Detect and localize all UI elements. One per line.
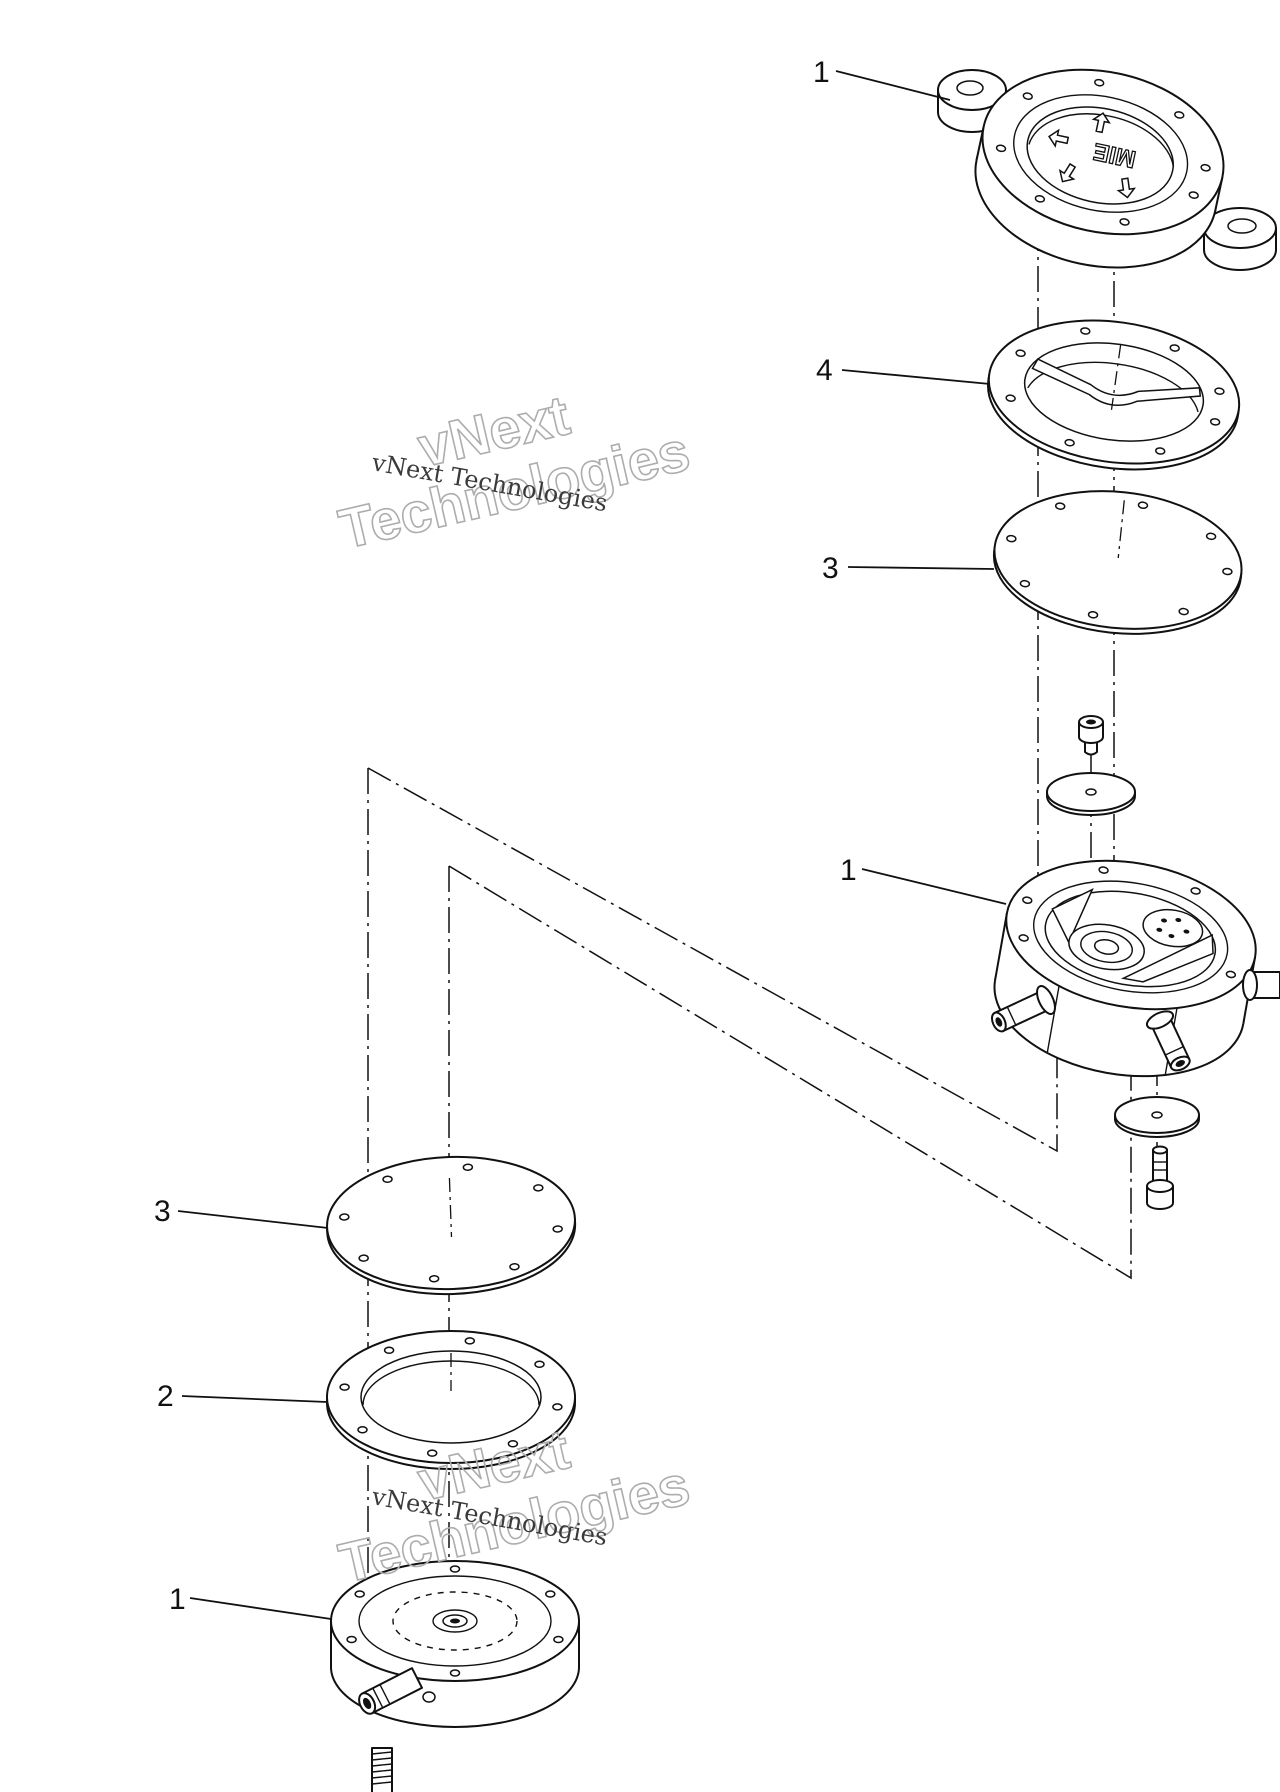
arrow-up-icon — [1091, 112, 1111, 134]
callout-gasket-bottom: 2 — [157, 1380, 174, 1413]
pump-base-bolt-holes — [346, 1565, 564, 1677]
valve-washer-bottom — [1114, 1096, 1200, 1138]
diaphragm-top-bolt-holes — [1006, 501, 1233, 619]
cover-mounting-ear-left — [937, 69, 1007, 133]
leader-cover-top — [835, 70, 951, 101]
arrow-left-icon — [1048, 128, 1070, 148]
arrow-down-right-icon — [1116, 177, 1136, 199]
pump-body — [990, 859, 1280, 1078]
fuel-nipple-bottom — [1145, 1010, 1191, 1072]
fuel-nipple-base — [358, 1667, 423, 1715]
pump-body-valve-seat — [1142, 908, 1204, 948]
pump-base-side-port — [422, 1691, 436, 1703]
mounting-stud — [371, 1747, 393, 1792]
gasket-bottom-bolt-holes — [339, 1337, 563, 1457]
diaphragm-bottom — [326, 1155, 577, 1296]
diaphragm-top — [992, 490, 1243, 635]
cover-bolt-holes — [995, 78, 1211, 226]
leader-pump-base — [189, 1597, 332, 1620]
fuel-nipple-left — [990, 985, 1056, 1033]
gasket-top — [987, 319, 1241, 471]
leader-gasket-top — [841, 369, 991, 385]
gasket-top-bolt-holes — [1005, 327, 1225, 455]
pump-cover-top: MIE — [937, 68, 1277, 271]
watermark-upper: vNext Technologies vNext Technologies — [333, 382, 696, 561]
arrow-down-left-icon — [1058, 162, 1077, 183]
gasket-top-partition — [1031, 358, 1202, 407]
cover-mounting-ear-right — [1203, 207, 1277, 271]
valve-screw-bottom — [1146, 1145, 1174, 1210]
callouts: 1 4 3 1 3 2 1 — [154, 56, 1007, 1620]
callout-cover-top: 1 — [813, 56, 830, 89]
leader-diaphragm-top — [847, 566, 995, 570]
pump-body-valve-boss — [1068, 923, 1145, 971]
cover-body: MIE — [974, 68, 1225, 269]
callout-pump-base: 1 — [169, 1583, 186, 1616]
valve-screw-top — [1078, 715, 1104, 756]
pump-body-bolt-holes — [1018, 866, 1237, 979]
callout-gasket-top: 4 — [816, 354, 833, 387]
callout-diaphragm-bottom: 3 — [154, 1195, 171, 1228]
fuel-nipple-right — [1242, 969, 1280, 1001]
leader-pump-body — [861, 868, 1007, 905]
leader-gasket-bottom — [181, 1395, 328, 1403]
pump-base — [330, 1560, 580, 1792]
gasket-bottom-opening — [360, 1350, 542, 1444]
callout-pump-body: 1 — [840, 854, 857, 887]
flow-arrow-icons — [1048, 112, 1136, 199]
leader-diaphragm-bottom — [177, 1210, 329, 1229]
diaphragm-bottom-bolt-holes — [339, 1163, 563, 1283]
callout-diaphragm-top: 3 — [822, 552, 839, 585]
valve-washer-top — [1046, 772, 1136, 816]
gasket-bottom — [326, 1330, 576, 1470]
